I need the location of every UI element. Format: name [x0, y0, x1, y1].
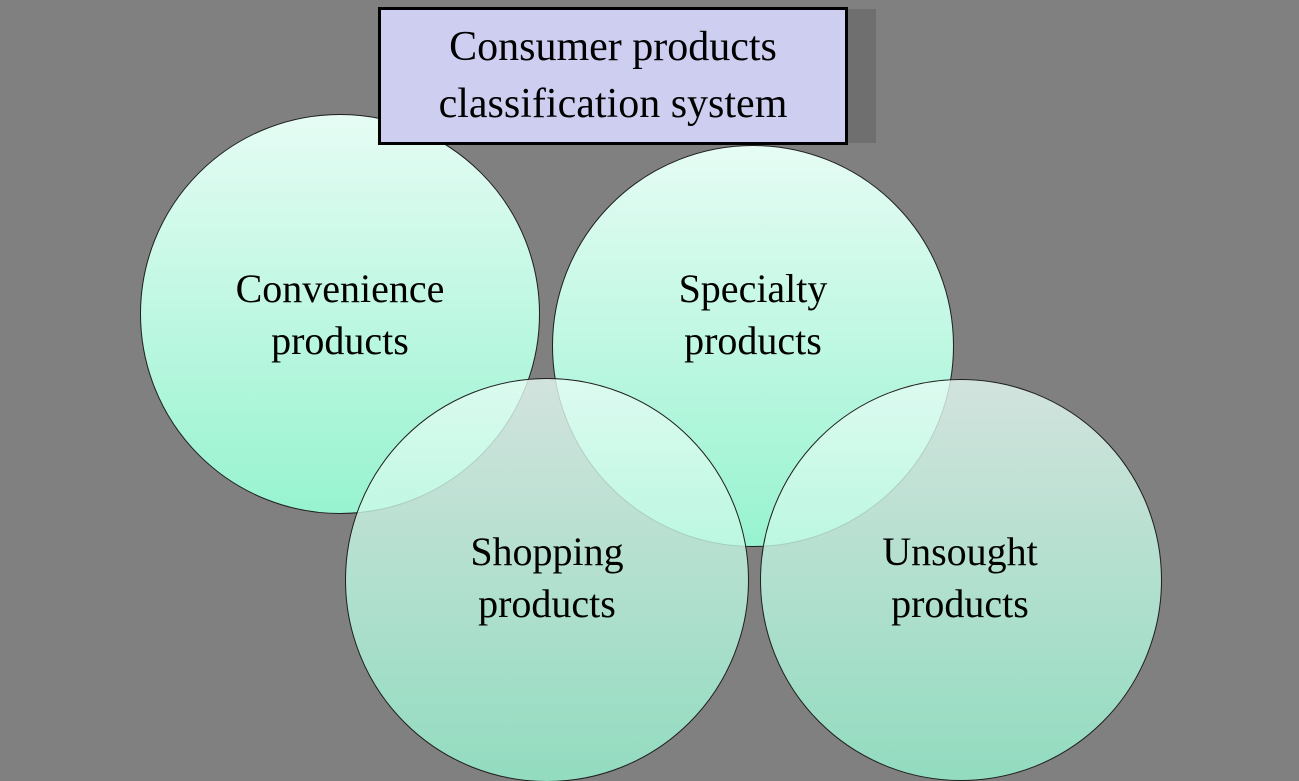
specialty-products-label: Specialty products: [678, 266, 828, 363]
unsought-products-circle: [760, 379, 1162, 781]
shopping-products-circle: [345, 378, 749, 781]
title-box: Consumer products classification system: [378, 7, 848, 145]
convenience-products-label: Convenience products: [235, 266, 445, 363]
title-text: Consumer products classification system: [438, 24, 788, 127]
unsought-products-label: Unsought products: [882, 529, 1038, 626]
shopping-products-label: Shopping products: [470, 529, 624, 626]
